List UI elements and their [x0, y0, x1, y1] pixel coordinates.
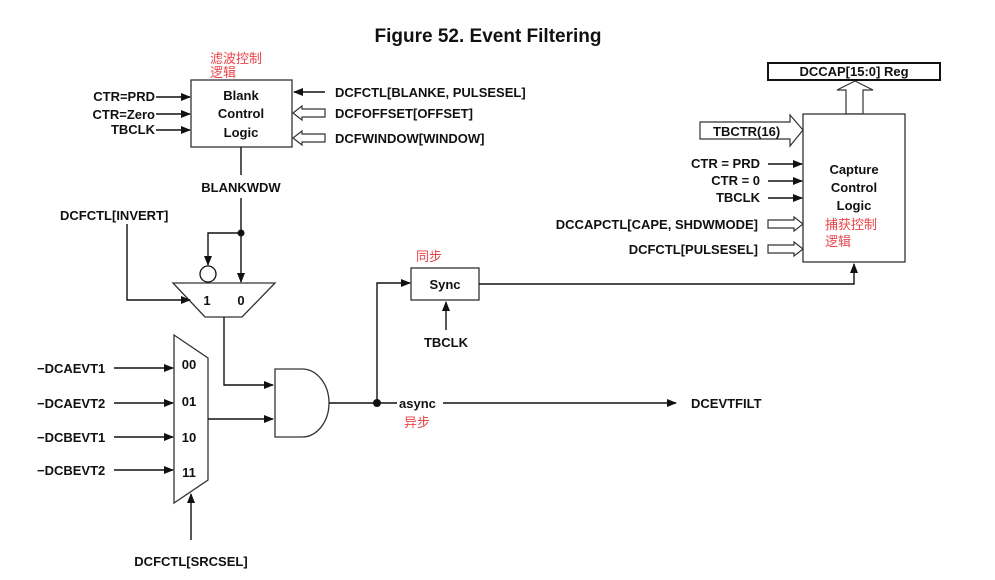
input-prefix: −	[37, 463, 45, 478]
bus-arrow-dcfctl-pulsesel	[767, 240, 804, 258]
capture-input-dcfctl-pulsesel: DCFCTL[PULSESEL]	[629, 242, 758, 257]
input-dcbevt2: −DCBEVT2	[37, 463, 105, 478]
input-tbclk-blank: TBCLK	[111, 122, 156, 137]
mux-code-01: 01	[182, 394, 196, 409]
bus-arrow-dcfwindow	[292, 129, 326, 147]
input-dcfctl-blanke-pulsesel: DCFCTL[BLANKE, PULSESEL]	[335, 85, 526, 100]
dccap-register-label: DCCAP[15:0] Reg	[799, 64, 908, 79]
blank-control-logic: 滤波控制 逻辑 Blank Control Logic CTR=PRD CTR=…	[93, 52, 526, 195]
invert-mux-body	[171, 282, 277, 318]
bus-arrow-dccapctl	[767, 215, 804, 233]
capture-label-2: Control	[831, 180, 877, 195]
blank-control-label-2: Control	[218, 106, 264, 121]
blankwdw-to-inverter	[204, 232, 241, 266]
sync-block: 同步 Sync TBCLK	[376, 250, 858, 403]
input-dcaevt2: −DCAEVT2	[37, 396, 105, 411]
input-prefix: −	[37, 361, 45, 376]
invert-mux: 1 0 DCFCTL[INVERT]	[60, 198, 277, 389]
input-ctr-zero: CTR=Zero	[93, 107, 156, 122]
invert-mux-input-1: 1	[203, 293, 210, 308]
sync-annotation-cn: 同步	[416, 250, 442, 265]
input-dcaevt1: −DCAEVT1	[37, 361, 105, 376]
capture-to-register-bus-arrow	[836, 80, 874, 115]
capture-control-box	[802, 113, 906, 263]
dcfctl-invert-label: DCFCTL[INVERT]	[60, 208, 168, 223]
async-label: async	[399, 396, 436, 411]
input-name: DCBEVT2	[45, 463, 106, 478]
source-mux-body	[173, 333, 209, 505]
dccap-register-box	[767, 62, 941, 81]
dcfctl-srcsel-label: DCFCTL[SRCSEL]	[134, 554, 247, 569]
figure-title: Figure 52. Event Filtering	[375, 26, 602, 47]
invert-mux-input-0: 0	[237, 293, 244, 308]
capture-input-ctr-prd: CTR = PRD	[691, 156, 760, 171]
capture-annotation-cn-2: 逻辑	[825, 235, 851, 250]
inverter-bubble	[199, 265, 217, 283]
blank-control-annotation-cn-2: 逻辑	[210, 66, 236, 81]
tbctr-bus-arrow	[699, 113, 804, 148]
input-dcfwindow: DCFWINDOW[WINDOW]	[335, 131, 484, 146]
and-gate	[274, 368, 330, 438]
mux-code-00: 00	[182, 357, 196, 372]
sync-tbclk-label: TBCLK	[424, 335, 469, 350]
capture-control-logic: DCCAP[15:0] Reg Capture Control Logic 捕获…	[556, 62, 941, 263]
capture-annotation-cn: 捕获控制	[825, 217, 877, 233]
input-name: DCAEVT2	[45, 396, 106, 411]
dcevtfilt-label: DCEVTFILT	[691, 396, 762, 411]
blank-control-box	[190, 79, 293, 148]
invert-mux-to-and	[223, 317, 274, 389]
mux-code-10: 10	[182, 430, 196, 445]
mux-code-11: 11	[182, 465, 196, 480]
async-to-sync-wire	[376, 279, 411, 403]
input-name: DCAEVT1	[45, 361, 106, 376]
input-prefix: −	[37, 396, 45, 411]
blankwdw-label: BLANKWDW	[201, 180, 281, 195]
input-prefix: −	[37, 430, 45, 445]
blank-control-annotation-cn: 滤波控制	[210, 52, 262, 67]
async-label-cn: 异步	[404, 416, 430, 431]
source-select-mux: 00 01 10 11 −DCAEVT1 −DCAEVT2 −DCBEVT1 −…	[37, 333, 274, 569]
capture-input-ctr-0: CTR = 0	[711, 173, 760, 188]
input-dcbevt1: −DCBEVT1	[37, 430, 105, 445]
bus-arrow-dcfoffset	[292, 104, 326, 122]
capture-input-tbclk: TBCLK	[716, 190, 761, 205]
input-name: DCBEVT1	[45, 430, 106, 445]
blank-control-label-1: Blank	[223, 88, 259, 103]
capture-label-1: Capture	[829, 162, 878, 177]
capture-input-dccapctl: DCCAPCTL[CAPE, SHDWMODE]	[556, 217, 758, 232]
async-label-bg	[397, 396, 443, 410]
invert-control-wire	[126, 224, 191, 304]
blank-control-label-3: Logic	[224, 125, 259, 140]
input-ctr-prd: CTR=PRD	[93, 89, 155, 104]
sync-to-capture-wire	[479, 263, 858, 285]
sync-label: Sync	[429, 277, 460, 292]
capture-label-3: Logic	[837, 198, 872, 213]
tbctr-label: TBCTR(16)	[713, 124, 780, 139]
async-path: async 异步 DCEVTFILT	[329, 396, 762, 431]
input-dcfoffset: DCFOFFSET[OFFSET]	[335, 106, 473, 121]
